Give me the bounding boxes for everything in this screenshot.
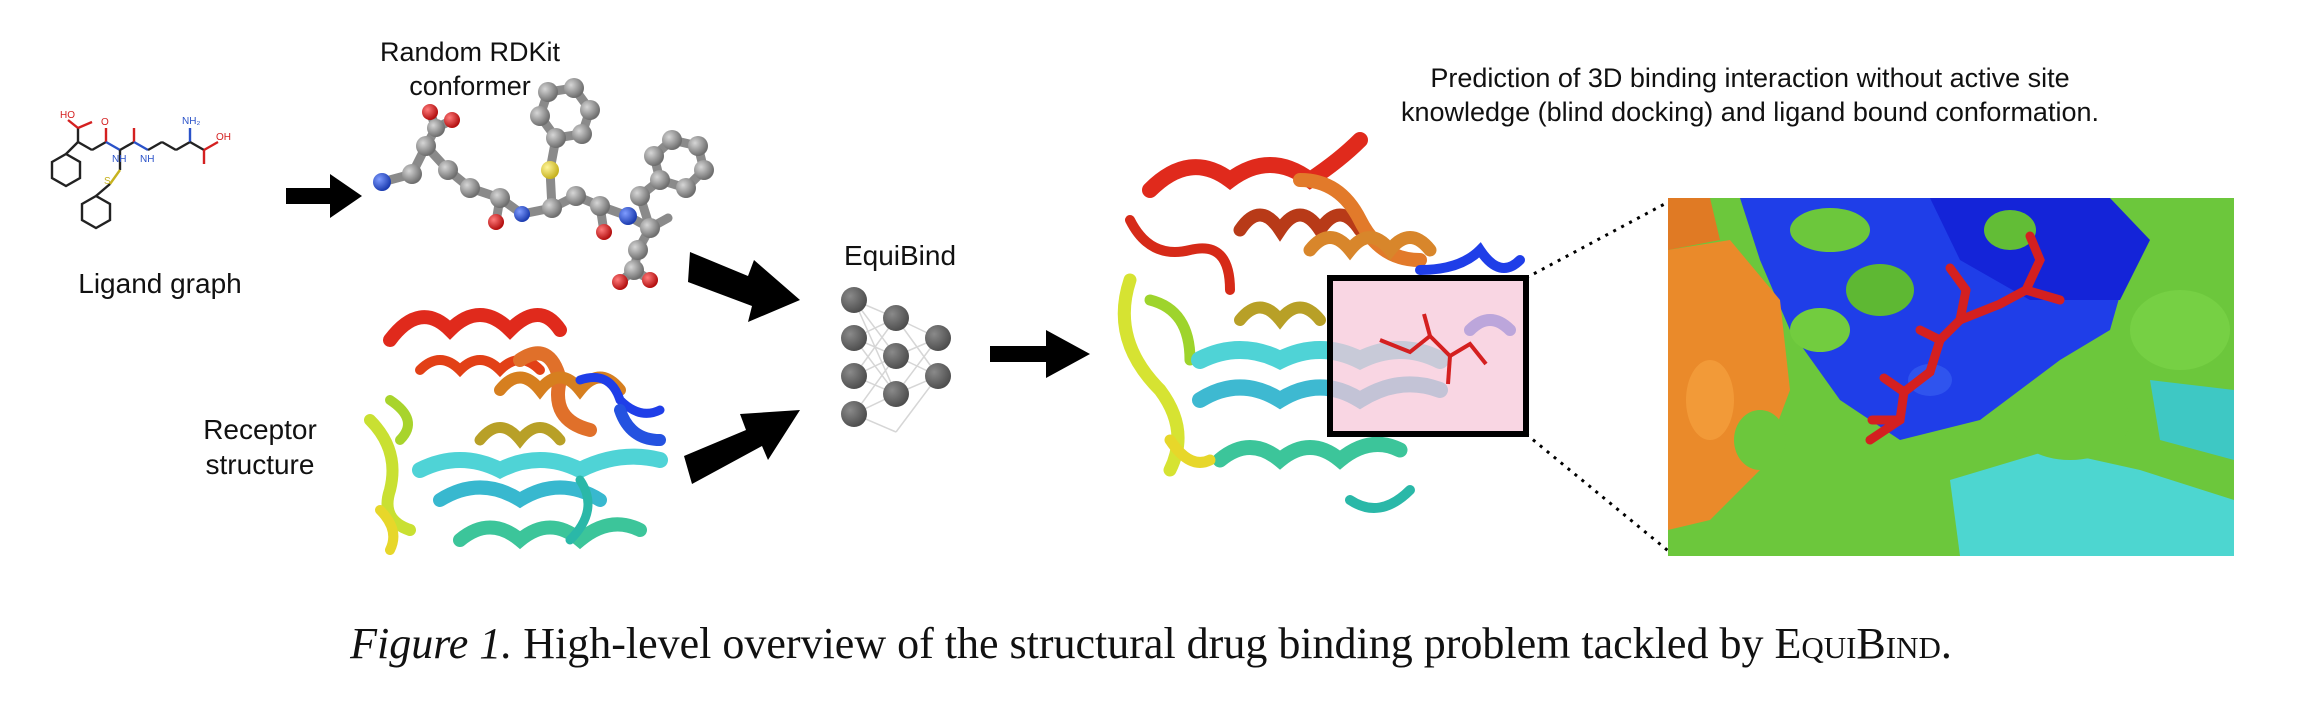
atom-label-s: S — [104, 176, 111, 187]
ligand-in-site — [1379, 313, 1488, 385]
rdkit-label-line-2: conformer — [409, 70, 531, 101]
nn-node — [925, 363, 951, 389]
atom-label-nh2: NH₂ — [182, 116, 200, 127]
nn-node — [841, 287, 867, 313]
ligand-phenyl-ring — [50, 152, 82, 188]
atom-label-nh-2: NH — [140, 154, 154, 165]
nn-node — [883, 343, 909, 369]
arrow-conformer-to-equibind — [688, 252, 800, 322]
zoom-line-top — [1525, 198, 1673, 280]
arrow-receptor-to-equibind — [684, 410, 800, 484]
rdkit-conformer-label: Random RDKit conformer — [330, 36, 610, 104]
nn-node — [883, 381, 909, 407]
atom-label-nh: NH — [112, 154, 126, 165]
ligand-graph-label: Ligand graph — [78, 268, 242, 299]
zoomed-binding-surface — [1668, 198, 2234, 556]
ligand-atom-labels: HO O NH NH NH₂ OH S — [60, 110, 231, 187]
figure-caption: Figure 1. High-level overview of the str… — [0, 618, 2302, 669]
rdkit-label-line-1: Random RDKit — [379, 37, 561, 67]
receptor-protein-ribbon — [364, 308, 668, 555]
equibind-network — [841, 287, 951, 433]
equibind-label: EquiBind — [843, 240, 957, 271]
caption-text: High-level overview of the structural dr… — [523, 619, 1764, 668]
prediction-line-2: knowledge (blind docking) and ligand bou… — [1401, 96, 2099, 127]
nn-node — [841, 401, 867, 427]
prediction-line-1: Prediction of 3D binding interaction wit… — [1430, 63, 2070, 93]
caption-period: . — [1940, 619, 1952, 668]
receptor-structure-label: Receptor structure — [160, 412, 360, 482]
receptor-label-line-1: Receptor — [203, 414, 317, 445]
caption-model-name: EquiBind — [1774, 619, 1941, 668]
caption-figure-number: Figure 1. — [350, 619, 513, 668]
ligand-benzyl-ring — [80, 194, 112, 230]
ligand-2d-structure — [50, 119, 219, 230]
zoom-line-bottom — [1525, 432, 1673, 556]
atom-label-o: O — [101, 117, 109, 128]
atom-label-ho: HO — [60, 110, 75, 121]
receptor-label-line-2: structure — [205, 449, 315, 480]
nn-node — [841, 325, 867, 351]
binding-site-box — [1327, 275, 1529, 437]
atom-label-oh: OH — [216, 132, 231, 143]
arrow-ligand-to-conformer — [286, 174, 362, 218]
prediction-description: Prediction of 3D binding interaction wit… — [1300, 62, 2200, 130]
arrow-equibind-to-prediction — [990, 330, 1090, 378]
nn-node — [841, 363, 867, 389]
nn-node — [925, 325, 951, 351]
nn-node — [883, 305, 909, 331]
rdkit-conformer-3d — [373, 78, 714, 290]
